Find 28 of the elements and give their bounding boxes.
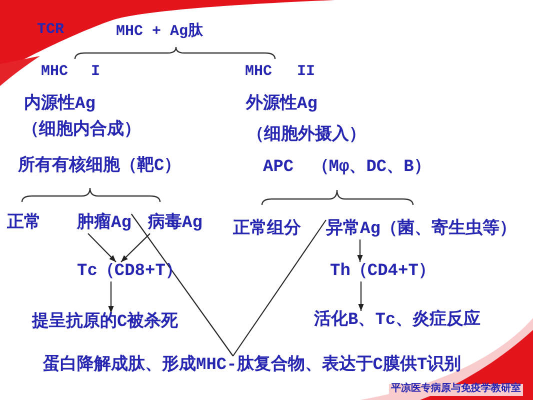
text-label: （细胞内合成）: [22, 121, 141, 141]
text-label: 正常: [7, 214, 41, 234]
heading-text: MHC + Ag肽: [116, 23, 204, 40]
node-text: 病毒Ag: [148, 214, 202, 234]
node-text: 蛋白降解成肽、形成MHC-肽复合物、表达于C膜供T识别: [43, 356, 462, 376]
class-label: MHC II: [245, 63, 316, 80]
arrow: [357, 240, 363, 262]
node-text: 提呈抗原的C被杀死: [32, 313, 178, 333]
footer-text: 平凉医专病原与免疫学教研室: [389, 384, 523, 396]
node-text: 活化B、Tc、炎症反应: [314, 311, 481, 331]
text-label: （细胞外摄入）: [247, 126, 366, 146]
text-label: 正常组分: [233, 220, 301, 240]
connector-line: [130, 214, 234, 356]
arrow: [358, 282, 364, 311]
arrow: [88, 233, 116, 262]
text-label: 外源性Ag: [246, 95, 318, 115]
arrow: [120, 233, 150, 262]
text-label: 内源性Ag: [24, 95, 96, 115]
node-text: 肿瘤Ag: [77, 214, 132, 234]
arrow: [108, 282, 114, 313]
node-text: Tc（CD8+T）: [77, 262, 182, 282]
text-label: 所有有核细胞（靶C）: [18, 157, 182, 177]
node-text: 异常Ag（菌、寄生虫等）: [326, 220, 516, 240]
text-label: APC （Mφ、DC、B）: [263, 158, 431, 178]
connector-line: [232, 220, 326, 356]
class-label: MHC I: [41, 63, 100, 80]
heading-text: TCR: [37, 21, 64, 38]
node-text: Th（CD4+T）: [330, 262, 436, 282]
